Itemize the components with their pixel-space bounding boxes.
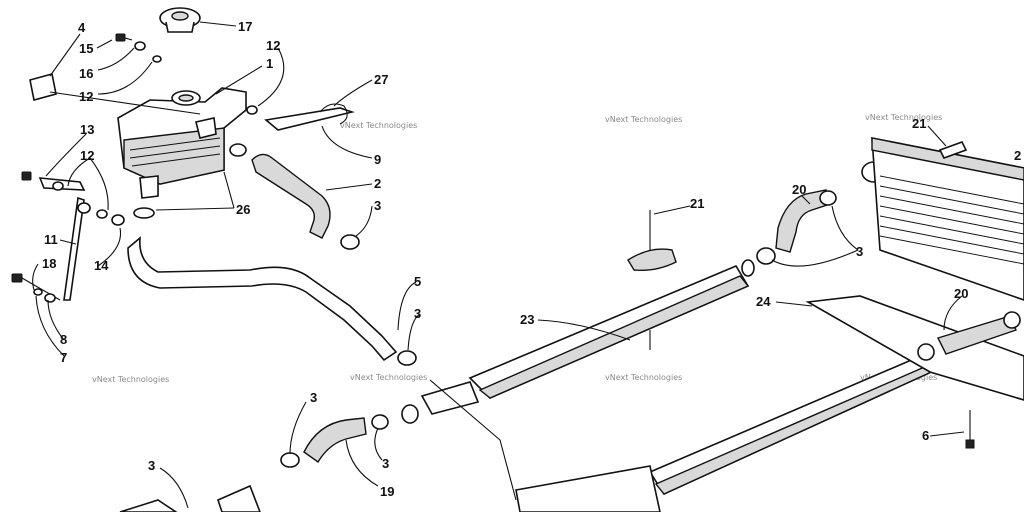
bolt-13 xyxy=(21,171,64,191)
watermark-4: vNext Technologies xyxy=(865,113,942,122)
clamp-near-tank xyxy=(229,143,247,157)
decal-part xyxy=(29,73,57,101)
watermark-2: vNext Technologies xyxy=(340,121,417,130)
watermark-7: vNext Technologies xyxy=(605,373,682,382)
washer-12-right xyxy=(246,105,258,115)
tunnel-bracket-24 xyxy=(805,295,1024,401)
clamp-3-lower xyxy=(917,343,935,361)
callout-14: 14 xyxy=(94,258,109,273)
callout-24: 24 xyxy=(756,294,771,309)
clamp-3-hose-19-a xyxy=(280,452,300,468)
callout-18: 18 xyxy=(42,256,56,271)
callout-20-a: 20 xyxy=(792,182,806,197)
callout-12-b: 12 xyxy=(266,38,280,53)
mount-pad-21 xyxy=(627,248,677,272)
watermark-3: vNext Technologies xyxy=(605,115,682,124)
coolant-tank xyxy=(117,87,247,199)
callout-11: 11 xyxy=(44,232,58,247)
bracket-27 xyxy=(264,107,355,131)
callout-5: 5 xyxy=(414,274,421,289)
callout-2: 2 xyxy=(374,176,381,191)
clamp-3-upper-b xyxy=(819,190,837,206)
callout-23: 23 xyxy=(520,312,534,327)
partial-tube-bottom-center xyxy=(515,465,661,512)
callout-labels: 4 15 16 12 17 12 1 27 9 13 12 2 26 3 11 … xyxy=(42,19,1021,499)
callout-9: 9 xyxy=(374,152,381,167)
hose-20-upper xyxy=(775,189,831,253)
callout-3-e: 3 xyxy=(382,456,389,471)
screw-15 xyxy=(115,33,133,42)
watermark-5: vNext Technologies xyxy=(92,375,169,384)
partial-hose-bottom-left xyxy=(119,499,178,512)
tube-23-right-port xyxy=(741,259,755,277)
callout-2-b: 2 xyxy=(1014,148,1021,163)
callout-12-c: 12 xyxy=(80,148,94,163)
callout-3-f: 3 xyxy=(148,458,155,473)
callout-4: 4 xyxy=(78,20,86,35)
callout-16: 16 xyxy=(79,66,93,81)
rod-11 xyxy=(38,177,108,301)
screw-6 xyxy=(965,410,975,449)
watermark-6: vNext Technologies xyxy=(350,373,427,382)
clamp-3-upper-a xyxy=(756,247,776,265)
hose-19 xyxy=(303,417,367,464)
callout-17: 17 xyxy=(238,19,252,34)
callout-12-a: 12 xyxy=(79,89,93,104)
callout-7: 7 xyxy=(60,350,67,365)
callout-3-d: 3 xyxy=(310,390,317,405)
callout-27: 27 xyxy=(374,72,388,87)
radiator-cap xyxy=(159,7,201,33)
callout-8: 8 xyxy=(60,332,67,347)
nut-14 xyxy=(111,214,125,226)
callout-1: 1 xyxy=(266,56,273,71)
washer-12-top xyxy=(152,55,162,63)
callout-3-a: 3 xyxy=(374,198,381,213)
callout-19: 19 xyxy=(380,484,394,499)
leader-lines xyxy=(32,21,965,509)
clamp-3-lower-right xyxy=(1003,311,1021,329)
clamp-26-lower xyxy=(133,207,155,219)
callout-21-a: 21 xyxy=(690,196,704,211)
tube-23-end-fitting xyxy=(420,381,480,415)
partial-bracket-bottom xyxy=(217,484,261,512)
hose-20-lower xyxy=(937,315,1017,355)
callout-3-b: 3 xyxy=(414,306,421,321)
callout-20-b: 20 xyxy=(954,286,968,301)
washer-16 xyxy=(134,41,146,51)
callout-13: 13 xyxy=(80,122,94,137)
callout-26: 26 xyxy=(236,202,250,217)
hose-2 xyxy=(251,153,331,239)
heat-exchanger xyxy=(871,137,1024,301)
tube-23-left-port xyxy=(401,404,419,424)
callout-15: 15 xyxy=(79,41,93,56)
callout-6: 6 xyxy=(922,428,929,443)
hose-5 xyxy=(127,236,398,362)
callout-3-c: 3 xyxy=(856,244,863,259)
screw-21-right xyxy=(938,141,968,159)
clamp-3-hose-19-b xyxy=(371,414,389,430)
callout-21-b: 21 xyxy=(912,116,926,131)
clip-9 xyxy=(319,103,348,125)
clamp-3-hose-5 xyxy=(397,350,417,366)
clamp-3-hose-2 xyxy=(340,234,360,250)
